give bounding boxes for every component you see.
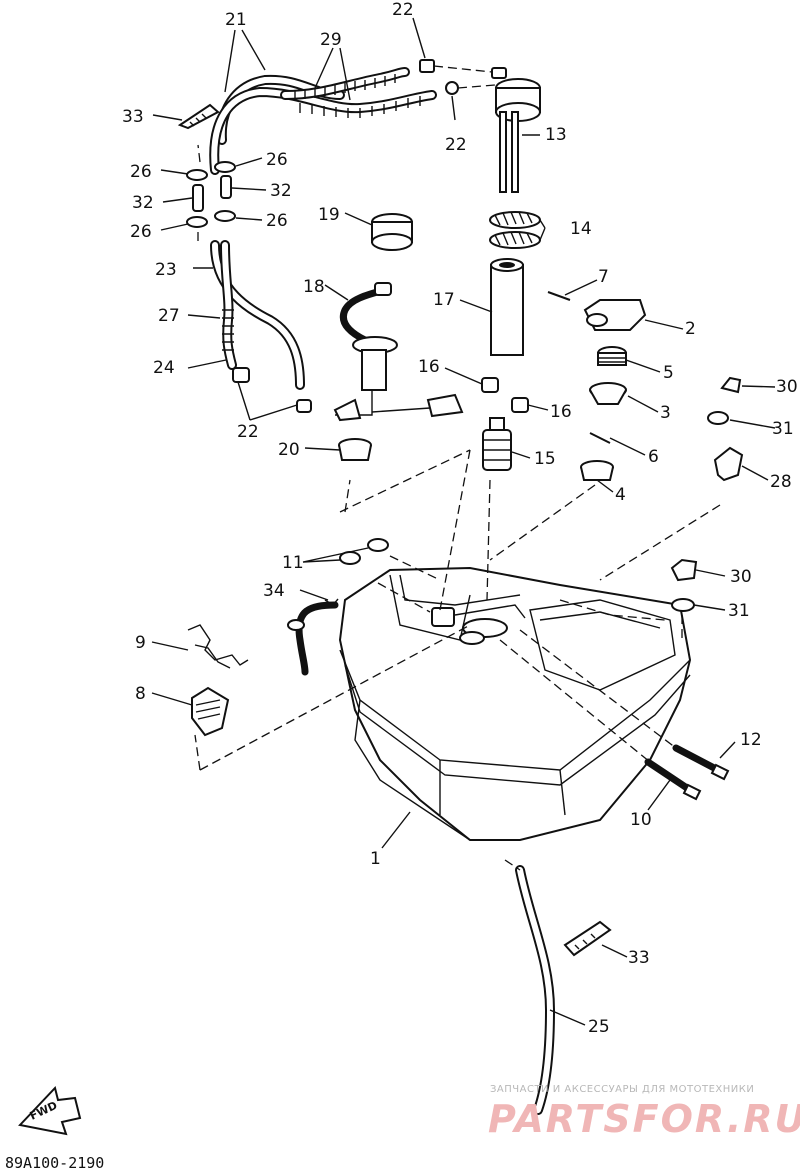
- label-23: 23: [155, 260, 177, 280]
- label-6: 6: [648, 447, 659, 467]
- label-1: 1: [370, 849, 381, 869]
- label-21: 21: [225, 10, 247, 30]
- clip-33-top: [177, 103, 220, 130]
- label-5: 5: [663, 363, 674, 383]
- grommet-19: [371, 213, 413, 251]
- strainer-rings: [489, 211, 541, 249]
- label-24: 24: [153, 358, 175, 378]
- label-26-a: 26: [130, 162, 152, 182]
- right-parts: [547, 291, 647, 481]
- washers-11: [339, 538, 389, 565]
- float-assembly-18: [333, 282, 464, 422]
- hose-clips-16: [481, 377, 529, 413]
- fuel-pump-15: [482, 417, 512, 471]
- label-3: 3: [660, 403, 671, 423]
- left-hoses: [210, 240, 305, 390]
- label-33-bottom: 33: [628, 948, 650, 968]
- part-labels: 21 29 22 22 33 13 26 26 32 32 26 26 19 1…: [122, 0, 798, 1037]
- label-32-b: 32: [270, 181, 292, 201]
- label-28: 28: [770, 472, 792, 492]
- watermark-tagline: ЗАПЧАСТИ И АКСЕССУАРЫ ДЛЯ МОТОТЕХНИКИ: [490, 1084, 754, 1095]
- label-22-mid: 22: [445, 135, 467, 155]
- leader-lines: [151, 17, 776, 1026]
- hose-clip-22-top: [419, 59, 496, 95]
- label-11: 11: [282, 553, 304, 573]
- label-27: 27: [158, 306, 180, 326]
- label-2: 2: [685, 319, 696, 339]
- label-22-lower: 22: [237, 422, 259, 442]
- forward-arrow-icon: FWD: [18, 1085, 82, 1136]
- assembly-dash-lines: [194, 232, 721, 871]
- label-4: 4: [615, 485, 626, 505]
- fuel-tank: [338, 566, 692, 841]
- label-16-a: 16: [418, 357, 440, 377]
- fuel-sender-unit: [491, 67, 541, 193]
- label-16-b: 16: [550, 402, 572, 422]
- breather-hoses: [209, 67, 437, 175]
- label-33-top: 33: [122, 107, 144, 127]
- hose-clip-22-lower: [232, 367, 312, 413]
- label-10: 10: [630, 810, 652, 830]
- drain-hose-25: [515, 865, 556, 1115]
- label-26-d: 26: [266, 211, 288, 231]
- hose-clip-34: [287, 598, 339, 676]
- grommet-20: [338, 438, 372, 461]
- label-12: 12: [740, 730, 762, 750]
- spring-9: [187, 624, 249, 669]
- label-9: 9: [135, 633, 146, 653]
- label-13: 13: [545, 125, 567, 145]
- pipe-17: [490, 258, 524, 356]
- label-34: 34: [263, 581, 285, 601]
- label-25: 25: [588, 1017, 610, 1037]
- label-32-a: 32: [132, 193, 154, 213]
- label-30-top: 30: [776, 377, 798, 397]
- label-8: 8: [135, 684, 146, 704]
- label-15: 15: [534, 449, 556, 469]
- watermark-brand: PARTSFOR.RU: [488, 1097, 800, 1141]
- label-26-c: 26: [130, 222, 152, 242]
- drawing-code: 89A100-2190: [5, 1154, 104, 1172]
- label-20: 20: [278, 440, 300, 460]
- label-26-b: 26: [266, 150, 288, 170]
- pad-8: [191, 686, 230, 737]
- label-7: 7: [598, 267, 609, 287]
- label-14: 14: [570, 219, 592, 239]
- bolts-10-12: [644, 744, 730, 801]
- bracket-28-nuts-30-31: [670, 376, 744, 612]
- label-29: 29: [320, 30, 342, 50]
- watermark: ЗАПЧАСТИ И АКСЕССУАРЫ ДЛЯ МОТОТЕХНИКИ PA…: [488, 1084, 800, 1141]
- clips-26-joints-32: [186, 144, 236, 228]
- label-31-top: 31: [772, 419, 794, 439]
- label-18: 18: [303, 277, 325, 297]
- label-30-bottom: 30: [730, 567, 752, 587]
- label-19: 19: [318, 205, 340, 225]
- clip-33-bottom: [563, 920, 612, 957]
- label-22-top: 22: [392, 0, 414, 20]
- label-17: 17: [433, 290, 455, 310]
- label-31-bottom: 31: [728, 601, 750, 621]
